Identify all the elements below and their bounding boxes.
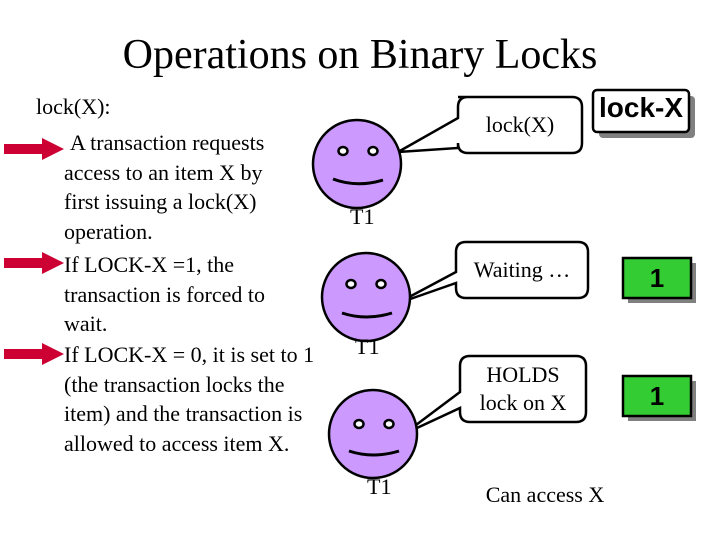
slide-title: Operations on Binary Locks — [122, 32, 598, 78]
lock-value-2: 1 — [649, 381, 665, 411]
smiley-face-icon — [320, 251, 412, 343]
bullet-arrow-icon — [4, 138, 64, 160]
bullet-arrow-icon — [4, 343, 64, 365]
bullet-1-text: A transaction requests access to an item… — [64, 130, 265, 244]
lock-heading: lock(X): — [36, 94, 111, 119]
callout-3-line2: lock on X — [479, 390, 567, 415]
callout-bubble-1 — [397, 95, 584, 155]
lock-value-box — [621, 374, 696, 421]
bullet-3-text: If LOCK-X = 0, it is set to 1 (the trans… — [64, 342, 315, 456]
lock-value-1: 1 — [649, 263, 665, 293]
lock-value-box — [621, 256, 696, 303]
smiley-face-icon — [327, 388, 419, 480]
access-text: Can access X — [485, 482, 605, 507]
callout-bubble-2 — [395, 240, 590, 306]
bullet-arrow-icon — [4, 252, 64, 274]
smiley-face-icon — [311, 118, 403, 210]
transaction-label: T1 — [350, 204, 375, 229]
callout-2-text: Waiting … — [473, 257, 571, 282]
callout-1-text: lock(X) — [485, 112, 555, 137]
callout-bubble-3 — [403, 354, 588, 436]
lock-x-box — [591, 88, 695, 138]
lock-x-label: lock-X — [598, 92, 684, 123]
bullet-2-text: If LOCK-X =1, the transaction is forced … — [64, 252, 265, 336]
callout-3-line1: HOLDS — [486, 362, 560, 387]
transaction-label: T1 — [355, 334, 380, 359]
transaction-label: T1 — [367, 474, 392, 499]
